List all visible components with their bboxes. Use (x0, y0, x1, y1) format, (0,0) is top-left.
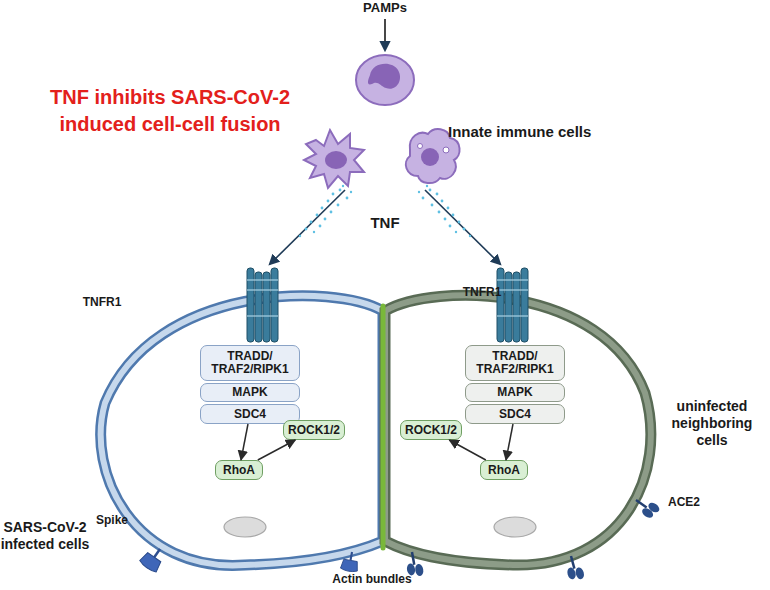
cell-label: SARS-CoV-2 infected cells (0, 519, 93, 553)
cell-membrane (385, 295, 651, 565)
ace2-receptor (563, 554, 585, 582)
figure-label: TNF (355, 214, 415, 231)
pathway-box: RhoA (480, 460, 528, 480)
actin-bundle (381, 306, 386, 548)
box-text: SDC4 (499, 408, 531, 421)
box-text: TRADD/ TRAF2/RIPK1 (466, 350, 564, 376)
macrophage-cell (406, 129, 460, 183)
figure-label: Spike (96, 514, 146, 528)
ace2-receptor (404, 551, 424, 578)
nucleus (494, 517, 536, 537)
box-text: ROCK1/2 (405, 424, 457, 437)
box-text: MAPK (232, 386, 267, 399)
cell-membrane (101, 296, 383, 566)
cell-membrane-inner (385, 295, 651, 565)
tnfr1-receptor (497, 268, 528, 342)
box-text: MAPK (497, 386, 532, 399)
figure-label: ACE2 (668, 496, 718, 510)
pathway-box: ROCK1/2 (400, 420, 462, 440)
signal-arrow (241, 424, 248, 460)
tnfr1-receptor (247, 268, 278, 342)
box-text: ROCK1/2 (288, 424, 340, 437)
signal-arrow (258, 440, 296, 460)
pathway-box: ROCK1/2 (283, 420, 345, 440)
cell-label: uninfected neighboring cells (662, 398, 762, 449)
figure-label: TNFR1 (72, 296, 132, 310)
figure-label: PAMPs (355, 1, 415, 16)
spike-protein (139, 543, 169, 573)
figure-label: TNFR1 (452, 286, 512, 300)
pathway-box: MAPK (200, 383, 300, 402)
pathway-box: MAPK (465, 383, 565, 402)
box-text: RhoA (223, 464, 255, 477)
pathway-box: SDC4 (200, 404, 300, 424)
cell-membrane-inner (101, 296, 383, 566)
pamps-arrow (384, 19, 386, 50)
cell-body: uninfected neighboring cellsTRADD/ TRAF2… (383, 283, 658, 570)
cell-outline (95, 283, 385, 570)
box-text: SDC4 (234, 408, 266, 421)
box-text: TRADD/ TRAF2/RIPK1 (201, 350, 299, 376)
pathway-box: RhoA (215, 460, 263, 480)
signal-arrow (449, 440, 486, 460)
cell-body: SARS-CoV-2 infected cellsTRADD/ TRAF2/RI… (95, 283, 385, 570)
ace2-receptor (631, 493, 661, 520)
nucleus (224, 517, 266, 537)
immune-cell-top (356, 55, 414, 105)
signal-arrow (506, 424, 513, 460)
spike-protein (340, 551, 360, 573)
figure-label: Innate immune cells (448, 123, 628, 140)
figure-label: Actin bundles (322, 573, 422, 587)
pathway-box: SDC4 (465, 404, 565, 424)
pathway-box: TRADD/ TRAF2/RIPK1 (200, 345, 300, 381)
pathway-box: TRADD/ TRAF2/RIPK1 (465, 345, 565, 381)
dendritic-cell (304, 130, 364, 188)
tnf-release-left (270, 185, 352, 264)
cell-outline (383, 283, 658, 570)
box-text: RhoA (488, 464, 520, 477)
figure-title: TNF inhibits SARS-CoV-2 induced cell-cel… (20, 84, 320, 138)
tnf-release-right (418, 185, 500, 264)
